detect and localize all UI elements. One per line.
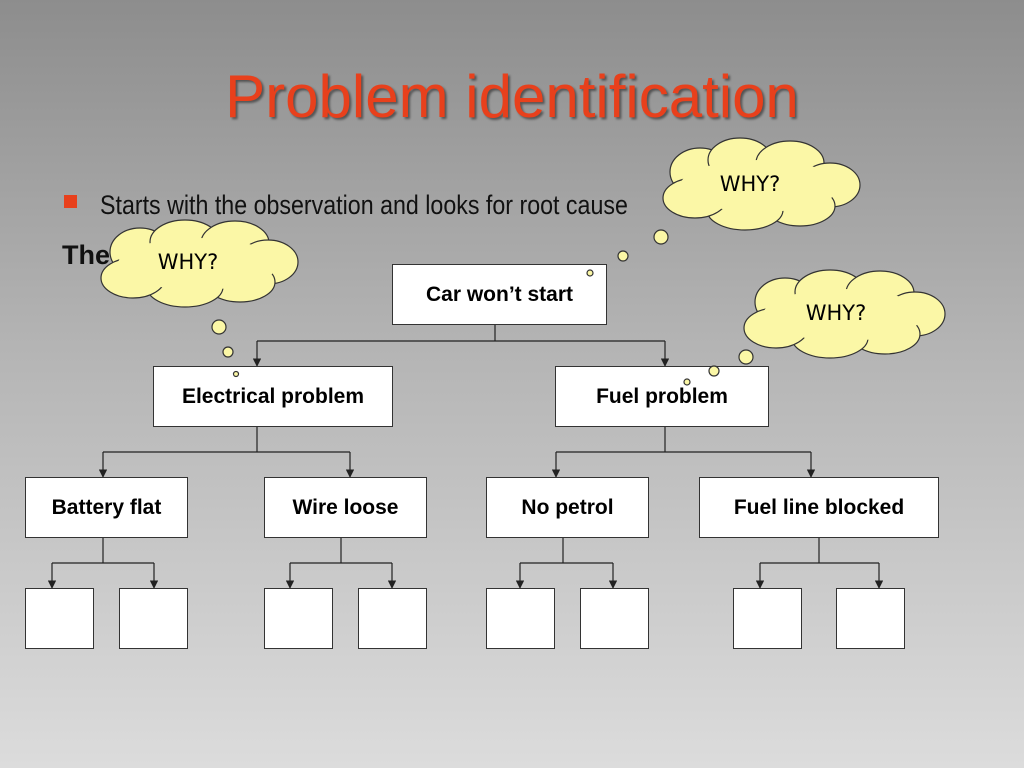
node-wire-loose: Wire loose	[264, 477, 427, 538]
empty-node	[264, 588, 333, 649]
empty-node	[358, 588, 427, 649]
root-node: Car won’t start	[392, 264, 607, 325]
empty-node	[25, 588, 94, 649]
empty-node	[119, 588, 188, 649]
cloud-why-1: WHY?	[719, 172, 781, 196]
empty-node	[580, 588, 649, 649]
cloud-shape-1	[662, 137, 861, 231]
node-fuel-problem: Fuel problem	[555, 366, 769, 427]
cloud-shape-2	[100, 219, 299, 308]
cloud-shape-3	[743, 269, 946, 359]
bullet-text: Starts with the observation and looks fo…	[100, 190, 628, 220]
bullet-square-icon	[64, 195, 77, 208]
empty-node	[836, 588, 905, 649]
sub-text: The	[62, 240, 111, 270]
empty-node	[486, 588, 555, 649]
cloud-why-3: WHY?	[805, 301, 867, 325]
empty-node	[733, 588, 802, 649]
node-battery-flat: Battery flat	[25, 477, 188, 538]
slide-title: Problem identification	[225, 63, 799, 130]
cloud-why-2: WHY?	[157, 250, 219, 274]
node-electrical-problem: Electrical problem	[153, 366, 393, 427]
node-fuel-line-blocked: Fuel line blocked	[699, 477, 939, 538]
node-no-petrol: No petrol	[486, 477, 649, 538]
